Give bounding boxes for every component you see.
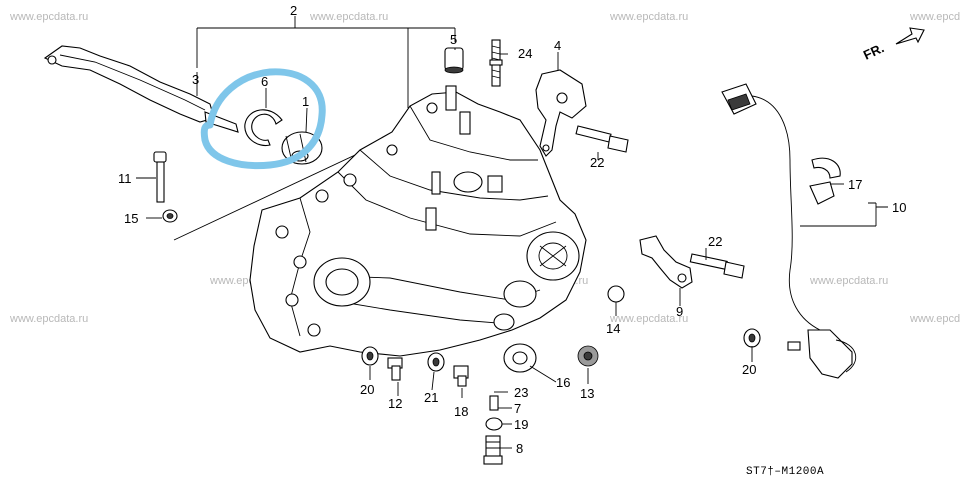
callout-6: 6 <box>261 74 268 89</box>
harness-bracket <box>535 69 587 157</box>
front-label: FR. <box>861 40 886 62</box>
watermark: www.epcdata.ru <box>9 11 88 23</box>
watermark: www.epcdata.ru <box>909 11 960 23</box>
snap-ring <box>244 109 283 147</box>
watermark: www.epcdata.ru <box>609 313 688 325</box>
hanger-bolt <box>153 151 178 223</box>
callout-24: 24 <box>518 46 532 61</box>
diagram-code: ST7†–M1200A <box>746 466 824 478</box>
flange-bolt <box>575 125 629 153</box>
callout-20: 20 <box>742 362 756 377</box>
callout-23: 23 <box>514 385 528 400</box>
callout-19: 19 <box>514 417 528 432</box>
callout-1: 1 <box>302 94 309 109</box>
watermark: www.epcdata.ru <box>9 313 88 325</box>
watermark: www.epcdata.ru <box>909 313 960 325</box>
stud-bolt <box>489 39 503 87</box>
callout-3: 3 <box>192 72 199 87</box>
leader-lines <box>136 48 844 449</box>
highlight-circle <box>200 68 326 170</box>
speed-sensor-harness <box>721 83 857 379</box>
callout-10: 10 <box>892 200 906 215</box>
front-direction-indicator: FR. <box>861 27 925 63</box>
callout-22: 22 <box>590 155 604 170</box>
callout-numbers: 2 5 24 4 3 6 1 22 11 15 17 10 22 9 14 20… <box>118 3 906 456</box>
callout-9: 9 <box>676 304 683 319</box>
watermark: www.epcdata.ru <box>309 11 388 23</box>
watermark: www.epcdata.ru <box>809 275 888 287</box>
sensor-bracket <box>639 235 693 289</box>
callout-14: 14 <box>606 321 620 336</box>
callout-17: 17 <box>848 177 862 192</box>
callout-8: 8 <box>516 441 523 456</box>
lower-small-parts <box>361 285 761 465</box>
callout-21: 21 <box>424 390 438 405</box>
transmission-housing <box>249 85 587 357</box>
callout-18: 18 <box>454 404 468 419</box>
callout-20: 20 <box>360 382 374 397</box>
callout-11: 11 <box>118 171 132 186</box>
callout-15: 15 <box>124 211 138 226</box>
breather-cap <box>444 47 464 74</box>
callout-12: 12 <box>388 396 402 411</box>
watermark: www.epcdata.ru <box>609 11 688 23</box>
callout-7: 7 <box>514 401 521 416</box>
flange-bolt <box>689 253 745 279</box>
callout-22: 22 <box>708 234 722 249</box>
callout-2: 2 <box>290 3 297 18</box>
callout-4: 4 <box>554 38 561 53</box>
callout-16: 16 <box>556 375 570 390</box>
callout-5: 5 <box>450 32 457 47</box>
callout-13: 13 <box>580 386 594 401</box>
